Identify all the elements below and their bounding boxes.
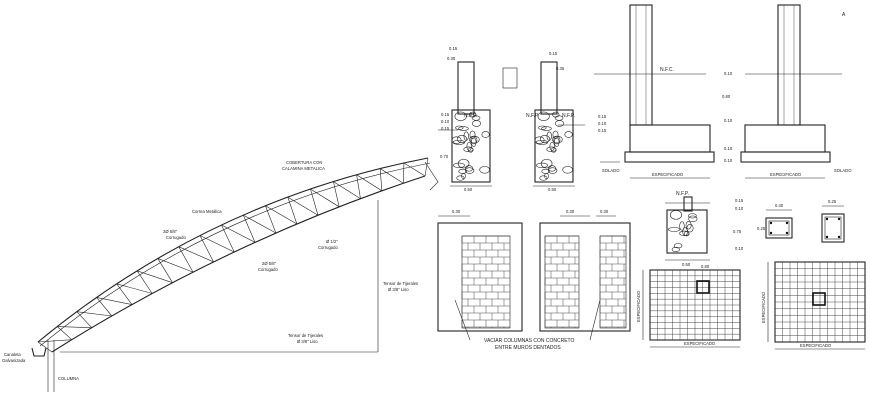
wdim-2: 0.10 bbox=[724, 118, 733, 123]
cover-label-1: COBERTURA CON bbox=[286, 160, 322, 165]
col-dim-b: 0.25 bbox=[757, 226, 766, 231]
sdim-2: 0.75 bbox=[733, 229, 742, 234]
tensor-bottom-1: Tensor de Tijerales bbox=[288, 333, 323, 338]
bar-bot-sub: Corrugado bbox=[258, 267, 278, 272]
nfp-b-right: N.F.P. bbox=[562, 113, 575, 119]
footing-plan-a: 0.80 ESPECIFICADO ESPECIFICADO bbox=[636, 264, 741, 348]
strut-label: Correa Metálica bbox=[192, 209, 222, 214]
dim-b-5: 0.50 bbox=[548, 187, 557, 192]
plan-a-grid bbox=[650, 270, 740, 340]
truss-web-members bbox=[37, 157, 429, 353]
gutter-label-2: Galvanizada bbox=[2, 358, 26, 363]
sdim-4: 0.50 bbox=[682, 262, 691, 267]
plan-b-side: ESPECIFICADO bbox=[761, 291, 766, 323]
plan-b-label: ESPECIFICADO bbox=[800, 343, 832, 348]
brick-walls: 0.30 0.30 0.30 VACIAR COLUMNAS CON CONCR… bbox=[437, 209, 631, 351]
dim-b-4: 0.15 bbox=[598, 128, 607, 133]
wall-a-label: ESPECIFICADO bbox=[652, 172, 684, 177]
wall-b-label: ESPECIFICADO bbox=[770, 172, 802, 177]
sdim-3: 0.10 bbox=[735, 246, 744, 251]
dim-a-0: 0.15 bbox=[449, 46, 458, 51]
sdim-0: 0.15 bbox=[735, 198, 744, 203]
small-footing: N.F.P. 0.15 0.10 0.75 0.10 0.50 bbox=[665, 191, 744, 267]
wdim-4: 0.10 bbox=[724, 158, 733, 163]
plan-b-grid bbox=[775, 262, 865, 342]
stone-fill-b bbox=[534, 111, 573, 181]
wall-footing-a: N.F.C. 0.10 0.80 0.10 0.10 0.10 ESPECIFI… bbox=[594, 4, 733, 179]
dim-a-3: 0.10 bbox=[441, 119, 450, 124]
plan-a-label: ESPECIFICADO bbox=[684, 341, 716, 346]
stone-fill-a bbox=[451, 111, 490, 181]
dim-b-0: 0.15 bbox=[549, 51, 558, 56]
footing-section-b: 0.15 0.35 N.F.P. N.F.P. 0.15 0.10 0.15 0… bbox=[526, 51, 607, 192]
truss-elevation: COBERTURA CON CALAMINA METALICA Correa M… bbox=[2, 157, 439, 392]
column-label: COLUMNA bbox=[58, 376, 79, 381]
north-mark: A bbox=[842, 12, 846, 18]
wdim-3: 0.10 bbox=[724, 146, 733, 151]
stone-fill-c bbox=[667, 210, 698, 252]
gutter-label-1: Canaleta bbox=[4, 352, 21, 357]
wdim-1: 0.80 bbox=[722, 94, 731, 99]
dim-b-1: 0.35 bbox=[556, 66, 565, 71]
tensor-bottom-2: Ø 3/8" Liso bbox=[297, 339, 318, 344]
footing-plan-b: ESPECIFICADO ESPECIFICADO bbox=[761, 261, 866, 350]
bar-mid-sub: Corrugado bbox=[318, 245, 338, 250]
cover-label-2: CALAMINA METALICA bbox=[282, 166, 325, 171]
footing-section-a: 0.15 0.35 N.F.P. 0.15 0.10 0.15 0.70 0.5… bbox=[438, 46, 518, 192]
brick-courses bbox=[461, 235, 626, 328]
brick-dim-a: 0.30 bbox=[452, 209, 461, 214]
sdim-1: 0.10 bbox=[735, 206, 744, 211]
dim-b-2: 0.15 bbox=[598, 114, 607, 119]
nfp-small: N.F.P. bbox=[676, 191, 689, 197]
nfp-b-left: N.F.P. bbox=[526, 113, 539, 119]
nfp-a: N.F.P. bbox=[464, 113, 477, 119]
dim-a-4: 0.15 bbox=[441, 126, 450, 131]
plan-a-side: ESPECIFICADO bbox=[636, 290, 641, 322]
bar-top-sub: Corrugado bbox=[166, 235, 186, 240]
dim-a-2: 0.15 bbox=[441, 112, 450, 117]
wdim-0: 0.10 bbox=[724, 71, 733, 76]
col-dim-c: 0.25 bbox=[828, 199, 837, 204]
nfc-a: N.F.C. bbox=[660, 67, 674, 73]
dim-a-6: 0.50 bbox=[464, 187, 473, 192]
brick-dim-b: 0.30 bbox=[566, 209, 575, 214]
dim-a-5: 0.70 bbox=[440, 154, 449, 159]
dim-a-1: 0.35 bbox=[447, 56, 456, 61]
column-rebar bbox=[769, 217, 841, 239]
col-dim-a: 0.40 bbox=[775, 203, 784, 208]
bar-top-label: 2Ø 5/8" bbox=[163, 229, 178, 234]
dim-b-3: 0.10 bbox=[598, 121, 607, 126]
brick-dim-c: 0.30 bbox=[600, 209, 609, 214]
bar-bot-label: 2Ø 5/8" bbox=[262, 261, 277, 266]
brick-note-1: VACIAR COLUMNAS CON CONCRETO bbox=[484, 338, 574, 344]
tensor-right-1: Tensor de Tijerales bbox=[383, 281, 418, 286]
bar-mid-label: Ø 1/2" bbox=[326, 239, 338, 244]
column-sections: 0.40 0.25 0.25 bbox=[757, 199, 845, 243]
solado-a: SOLADO bbox=[602, 168, 620, 173]
tensor-right-2: Ø 3/8" Liso bbox=[388, 287, 409, 292]
brick-note-2: ENTRE MUROS DENTADOS bbox=[495, 345, 561, 351]
plan-a-dim: 0.80 bbox=[701, 264, 710, 269]
wall-footing-b: ESPECIFICADO SOLADO A bbox=[740, 4, 852, 179]
solado-b: SOLADO bbox=[834, 168, 852, 173]
